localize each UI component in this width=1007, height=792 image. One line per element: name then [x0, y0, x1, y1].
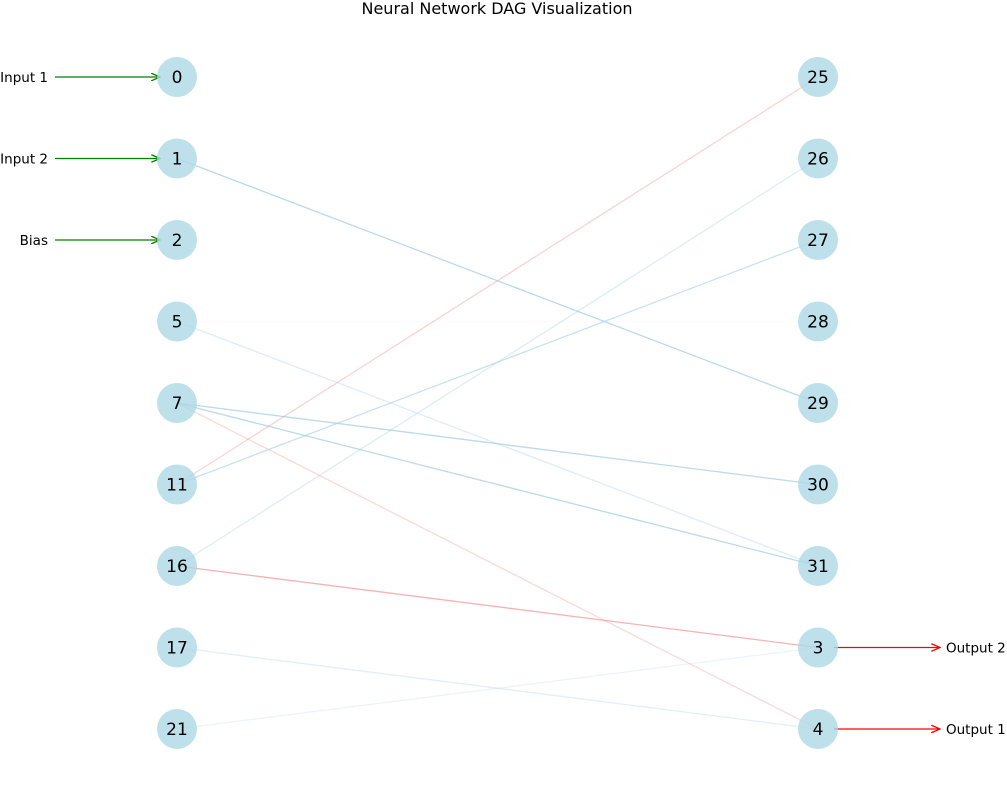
- node-circle: [157, 57, 197, 97]
- input-label: Input 1: [0, 70, 48, 86]
- node-label: 29: [807, 394, 829, 414]
- node-label: 30: [807, 476, 829, 496]
- edge-11-to-25: [176, 76, 819, 486]
- node-31: 31: [798, 546, 838, 586]
- node-circle: [798, 627, 838, 668]
- edges-layer: [176, 76, 819, 730]
- node-label: 27: [807, 231, 829, 251]
- node-27: 27: [798, 220, 838, 260]
- node-circle: [157, 220, 197, 260]
- node-1: 1: [157, 138, 197, 179]
- edge-21-to-3: [176, 646, 819, 730]
- node-11: 11: [157, 464, 197, 505]
- node-label: 4: [813, 720, 824, 740]
- edge-1-to-29: [176, 157, 819, 404]
- node-circle: [157, 546, 197, 586]
- node-circle: [798, 220, 838, 260]
- node-label: 1: [172, 150, 183, 170]
- node-circle: [157, 138, 197, 179]
- node-circle: [798, 301, 838, 342]
- node-label: 21: [166, 720, 188, 740]
- node-17: 17: [157, 627, 197, 668]
- node-circle: [798, 57, 838, 97]
- node-5: 5: [157, 301, 197, 342]
- node-label: 5: [172, 313, 183, 333]
- node-label: 31: [807, 557, 829, 577]
- node-label: 16: [166, 557, 188, 577]
- node-26: 26: [798, 138, 838, 179]
- edge-7-to-30: [176, 402, 819, 486]
- edge-7-to-31: [176, 402, 819, 567]
- edge-16-to-26: [176, 157, 819, 567]
- node-label: 11: [166, 476, 188, 496]
- input-label: Bias: [20, 233, 48, 249]
- node-7: 7: [157, 383, 197, 423]
- edge-16-to-3: [176, 565, 819, 649]
- node-0: 0: [157, 57, 197, 97]
- node-circle: [798, 709, 838, 749]
- node-21: 21: [157, 709, 197, 749]
- output-label: Output 2: [946, 641, 1006, 657]
- node-30: 30: [798, 464, 838, 505]
- diagram-title: Neural Network DAG Visualization: [361, 0, 632, 18]
- node-label: 7: [172, 394, 183, 414]
- node-circle: [157, 709, 197, 749]
- node-label: 17: [166, 639, 188, 659]
- node-label: 26: [807, 150, 829, 170]
- node-circle: [798, 383, 838, 423]
- node-16: 16: [157, 546, 197, 586]
- node-label: 28: [807, 313, 829, 333]
- node-28: 28: [798, 301, 838, 342]
- node-circle: [798, 138, 838, 179]
- node-circle: [157, 464, 197, 505]
- node-label: 2: [172, 231, 183, 251]
- node-4: 4: [798, 709, 838, 749]
- edge-7-to-4: [176, 402, 819, 730]
- node-circle: [157, 383, 197, 423]
- node-label: 25: [807, 68, 829, 88]
- node-circle: [157, 301, 197, 342]
- output-label: Output 1: [946, 722, 1006, 738]
- node-2: 2: [157, 220, 197, 260]
- input-label: Input 2: [0, 152, 48, 168]
- node-29: 29: [798, 383, 838, 423]
- edge-17-to-4: [176, 646, 819, 730]
- node-circle: [798, 546, 838, 586]
- node-3: 3: [798, 627, 838, 668]
- node-circle: [157, 627, 197, 668]
- node-label: 3: [813, 639, 824, 659]
- node-25: 25: [798, 57, 838, 97]
- node-circle: [798, 464, 838, 505]
- edge-11-to-27: [176, 239, 819, 486]
- node-label: 0: [172, 68, 183, 88]
